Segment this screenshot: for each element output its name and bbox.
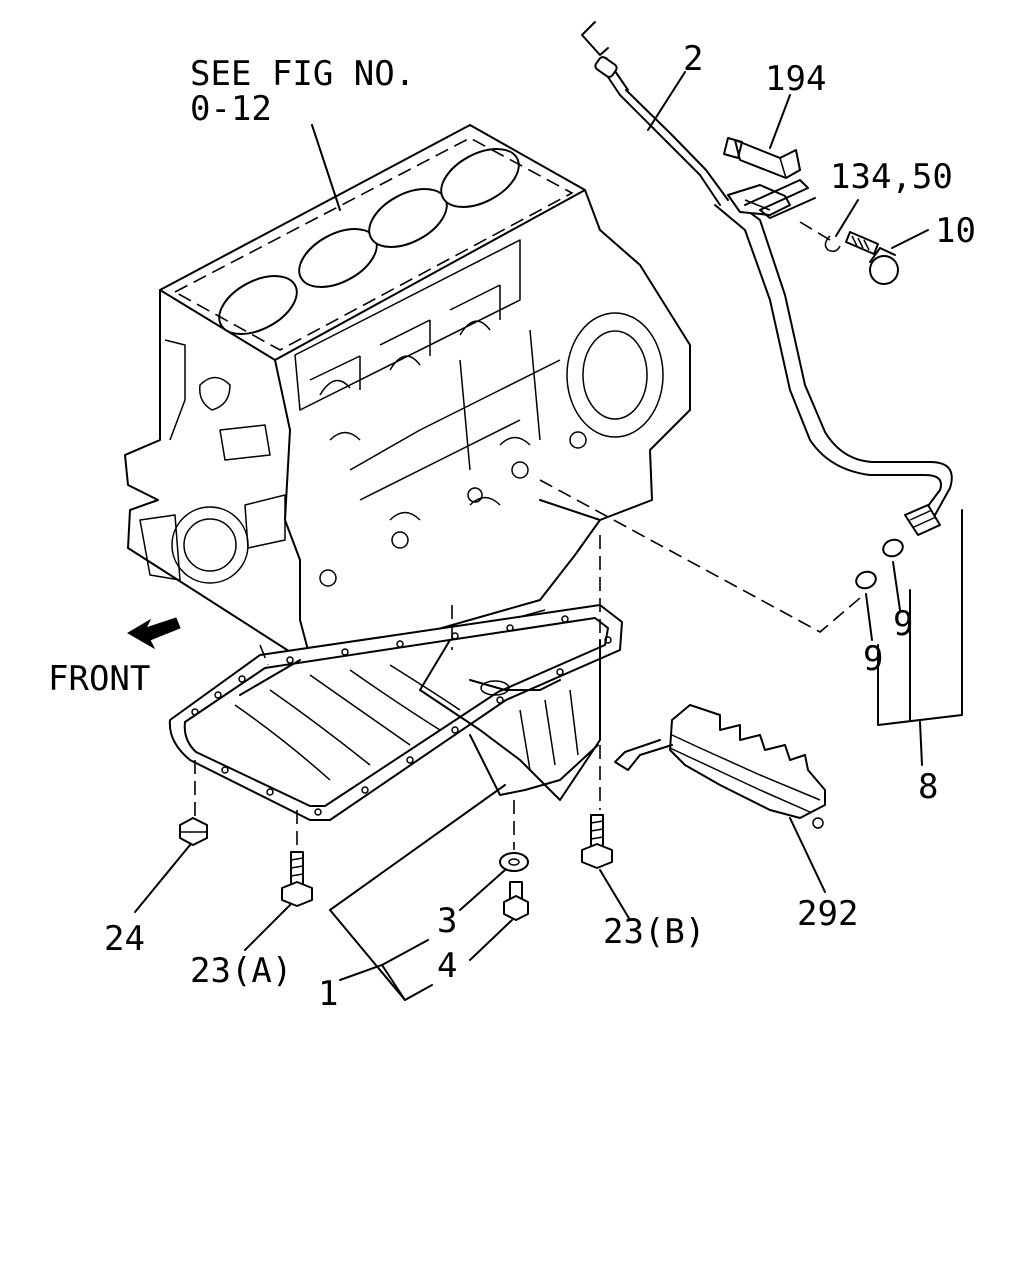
callout-baffle: 292 [797, 894, 858, 934]
dipstick-guide-tube [714, 184, 953, 536]
callout-bolt-b: 23(B) [603, 912, 705, 952]
oil-pan [168, 604, 623, 821]
bolt-part [845, 231, 899, 285]
callout-washer: 3 [437, 901, 457, 941]
leader-lines [134, 71, 963, 1001]
bolt-23b [581, 814, 613, 869]
drain-plug-24 [179, 817, 208, 846]
callout-pin: 194 [765, 59, 826, 99]
dipstick [581, 21, 729, 206]
callout-clip: 134,50 [830, 157, 953, 197]
reference-note-line1: SEE FIG NO. [190, 54, 415, 94]
washer-3 [499, 852, 529, 872]
callout-drain-plug: 24 [104, 919, 145, 959]
phantom-lines [194, 221, 861, 850]
oil-baffle [614, 704, 826, 829]
reference-note-line2: 0-12 [190, 89, 272, 129]
callout-plug: 4 [437, 946, 457, 986]
clip-part [744, 179, 841, 253]
o-rings [855, 538, 904, 590]
callout-oring-lower: 9 [863, 639, 883, 679]
front-arrow-icon [127, 617, 181, 650]
plug-4 [503, 881, 529, 921]
labels: SEE FIG NO. 0-12 FRONT 2 194 134,50 10 9… [48, 39, 976, 1014]
front-label: FRONT [48, 659, 150, 699]
callout-guide-assembly: 8 [918, 767, 938, 807]
engine-block [124, 124, 691, 669]
callout-bolt: 10 [935, 211, 976, 251]
callout-oil-pan: 1 [318, 974, 338, 1014]
pin-part [723, 137, 801, 179]
callout-dipstick: 2 [683, 39, 703, 79]
callout-oring-upper: 9 [893, 604, 913, 644]
callout-bolt-a: 23(A) [190, 951, 292, 991]
bolt-23a [281, 851, 313, 907]
